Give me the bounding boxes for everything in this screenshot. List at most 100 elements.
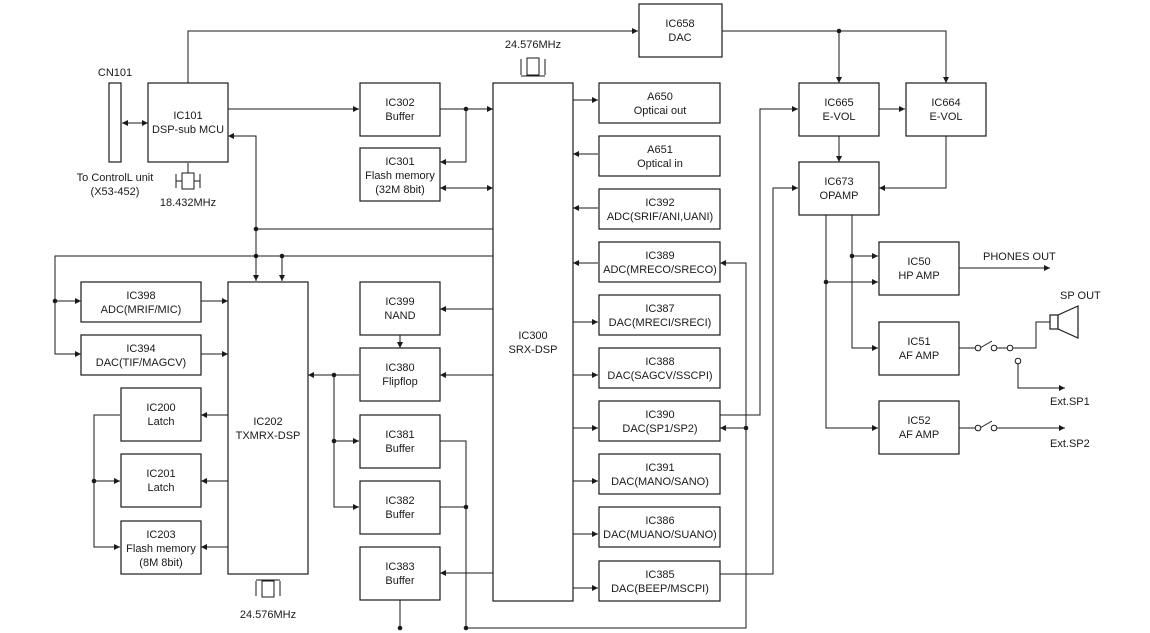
ic381-desc: Buffer xyxy=(385,443,414,455)
ic52-box xyxy=(878,400,960,455)
ic203-desc: Flash memory xyxy=(126,543,196,555)
ic302-box xyxy=(359,82,441,137)
ic387-box xyxy=(598,294,721,336)
ic101-box xyxy=(147,82,229,163)
ic399-title: IC399 xyxy=(385,296,414,308)
ic664-box xyxy=(905,82,987,137)
ic658-title: IC658 xyxy=(665,18,694,30)
cn101-connector xyxy=(108,82,122,163)
ic101-desc: DSP-sub MCU xyxy=(152,124,224,136)
ic301-box xyxy=(359,147,441,202)
ic201-desc: Latch xyxy=(148,482,175,494)
ic301-spec: (32M 8bit) xyxy=(375,184,425,196)
ic658-box xyxy=(638,3,723,58)
ic302-desc: Buffer xyxy=(385,111,414,123)
a651-desc: Optical in xyxy=(637,158,683,170)
ic382-desc: Buffer xyxy=(385,509,414,521)
ic300-title: IC300 xyxy=(518,330,547,342)
ic399-box xyxy=(359,281,441,336)
ic51-desc: AF AMP xyxy=(899,350,939,362)
ic385-desc: DAC(BEEP/MSCPI) xyxy=(611,583,709,595)
ic389-box xyxy=(598,241,721,283)
ic398-title: IC398 xyxy=(126,290,155,302)
ic383-box xyxy=(359,546,441,601)
ic301-title: IC301 xyxy=(385,156,414,168)
ic200-desc: Latch xyxy=(148,416,175,428)
ic203-box xyxy=(120,520,202,575)
ic51-title: IC51 xyxy=(907,336,930,348)
ic385-title: IC385 xyxy=(645,569,674,581)
ic673-box xyxy=(798,161,880,216)
ic380-box xyxy=(359,347,441,402)
ic383-title: IC383 xyxy=(385,561,414,573)
ic665-desc: E-VOL xyxy=(822,111,855,123)
ic386-title: IC386 xyxy=(645,515,674,527)
ic387-title: IC387 xyxy=(645,303,674,315)
ic394-title: IC394 xyxy=(126,343,155,355)
ic202-title: IC202 xyxy=(253,416,282,428)
a650-desc: Opticai out xyxy=(634,105,687,117)
ic391-title: IC391 xyxy=(645,462,674,474)
ic50-desc: HP AMP xyxy=(898,270,939,282)
ic391-desc: DAC(MANO/SANO) xyxy=(611,476,709,488)
sp-out-label: SP OUT xyxy=(1060,290,1101,302)
xtal-ic300-freq: 24.576MHz xyxy=(505,39,561,51)
ic201-title: IC201 xyxy=(146,468,175,480)
ic200-title: IC200 xyxy=(146,402,175,414)
ic201-box xyxy=(120,453,202,508)
ic398-box xyxy=(80,281,202,323)
ic381-box xyxy=(359,414,441,469)
a651-title: A651 xyxy=(647,144,673,156)
ic399-desc: NAND xyxy=(384,310,415,322)
ic664-title: IC664 xyxy=(931,97,960,109)
ic301-desc: Flash memory xyxy=(365,170,435,182)
ic51-box xyxy=(878,321,960,376)
ic202-box xyxy=(227,281,309,575)
a650-box xyxy=(598,82,721,124)
switch-contacts xyxy=(974,344,1022,432)
ic50-title: IC50 xyxy=(907,256,930,268)
ic389-desc: ADC(MRECO/SRECO) xyxy=(603,264,717,276)
xtal-ic101-freq: 18.432MHz xyxy=(160,197,216,209)
ic380-title: IC380 xyxy=(385,362,414,374)
ic202-desc: TXMRX-DSP xyxy=(236,430,301,442)
ic380-desc: Flipflop xyxy=(382,376,417,388)
crystal-icon-ic202 xyxy=(255,579,281,598)
ic394-desc: DAC(TIF/MAGCV) xyxy=(96,357,186,369)
ic52-title: IC52 xyxy=(907,415,930,427)
ic392-title: IC392 xyxy=(645,197,674,209)
ic392-box xyxy=(598,188,721,230)
ic382-box xyxy=(359,480,441,535)
ic664-desc: E-VOL xyxy=(929,111,962,123)
ic386-box xyxy=(598,506,721,548)
ic389-title: IC389 xyxy=(645,250,674,262)
junctions xyxy=(52,28,855,631)
control-unit-model: (X53-452) xyxy=(91,186,140,198)
crystal-icon-ic101 xyxy=(175,163,201,190)
crystal-icon-ic300 xyxy=(520,57,546,77)
ic390-box xyxy=(598,400,721,442)
a650-title: A650 xyxy=(647,91,673,103)
ic388-desc: DAC(SAGCV/SSCPI) xyxy=(607,370,712,382)
ic383-desc: Buffer xyxy=(385,575,414,587)
ic394-box xyxy=(80,334,202,376)
ic391-box xyxy=(598,453,721,495)
ext-sp2-label: Ext.SP2 xyxy=(1050,438,1090,450)
phones-out-label: PHONES OUT xyxy=(983,251,1056,263)
ic300-desc: SRX-DSP xyxy=(509,344,558,356)
ic392-desc: ADC(SRIF/ANI,UANI) xyxy=(607,211,713,223)
ext-sp1-label: Ext.SP1 xyxy=(1050,396,1090,408)
ic665-title: IC665 xyxy=(824,97,853,109)
ic52-desc: AF AMP xyxy=(899,429,939,441)
ic388-title: IC388 xyxy=(645,356,674,368)
ic673-title: IC673 xyxy=(824,176,853,188)
ic203-spec: (8M 8bit) xyxy=(139,557,182,569)
ic390-title: IC390 xyxy=(645,409,674,421)
speaker-icon xyxy=(1049,305,1079,339)
ic673-desc: OPAMP xyxy=(820,190,859,202)
ic385-box xyxy=(598,560,721,602)
ic658-desc: DAC xyxy=(668,32,691,44)
ic388-box xyxy=(598,347,721,389)
ic398-desc: ADC(MRIF/MIC) xyxy=(101,304,182,316)
